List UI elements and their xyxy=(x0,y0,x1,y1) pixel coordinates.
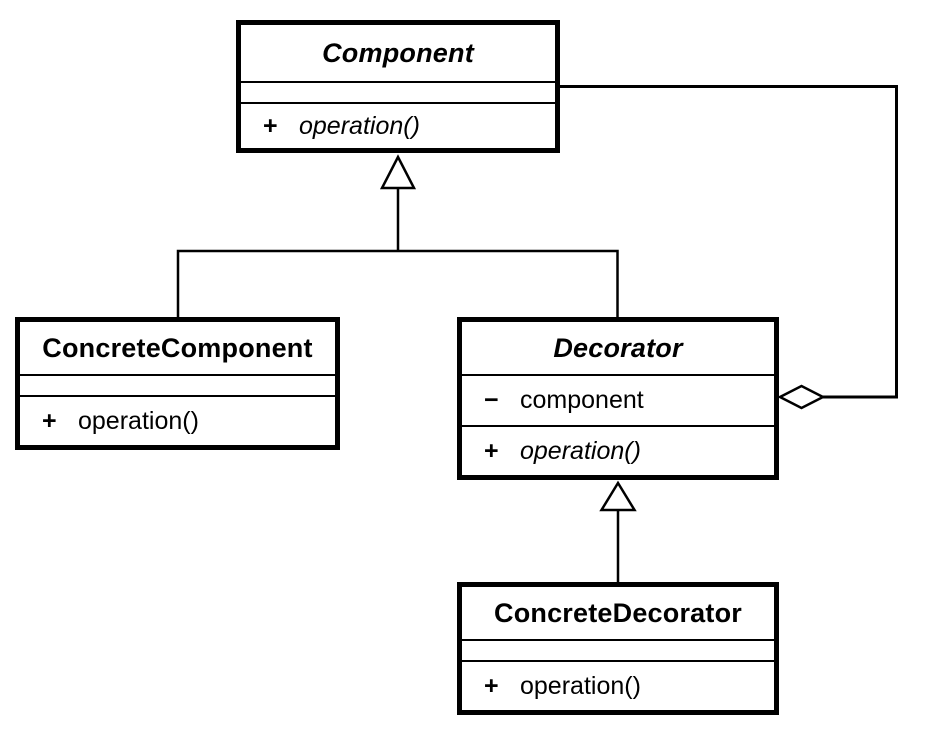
class-box-decorator: Decorator − component + operation() xyxy=(457,317,779,480)
visibility-symbol: + xyxy=(484,671,499,700)
visibility-symbol: − xyxy=(484,386,499,414)
visibility-symbol: + xyxy=(263,111,278,140)
method-row: + operation() xyxy=(20,406,335,435)
methods-section-concrete-component: + operation() xyxy=(20,397,335,445)
method-signature: operation() xyxy=(78,406,199,435)
inheritance-triangle-icon-component xyxy=(379,154,417,190)
generalization-tree-line xyxy=(176,249,619,318)
aggregation-diamond-icon xyxy=(777,384,826,410)
class-box-concrete-component: ConcreteComponent + operation() xyxy=(15,317,340,450)
method-row: + operation() xyxy=(462,671,774,700)
class-name-concrete-decorator: ConcreteDecorator xyxy=(494,597,742,628)
visibility-symbol: + xyxy=(42,406,57,435)
aggregation-line xyxy=(560,85,898,399)
method-signature: operation() xyxy=(299,111,420,140)
class-box-concrete-decorator: ConcreteDecorator + operation() xyxy=(457,582,779,715)
attributes-section-concrete-decorator xyxy=(462,639,774,662)
attribute-row: − component xyxy=(462,388,774,413)
class-name-decorator: Decorator xyxy=(553,332,683,363)
method-signature: operation() xyxy=(520,671,641,700)
class-name-component: Component xyxy=(322,37,474,68)
method-row: + operation() xyxy=(462,436,774,465)
attributes-section-concrete-component xyxy=(20,374,335,397)
visibility-symbol: + xyxy=(484,436,499,465)
class-box-component: Component + operation() xyxy=(236,20,560,153)
methods-section-component: + operation() xyxy=(241,104,555,148)
method-signature: operation() xyxy=(520,436,641,465)
class-name-concrete-component: ConcreteComponent xyxy=(42,332,313,363)
attribute-name: component xyxy=(520,386,644,414)
inheritance-triangle-icon-decorator xyxy=(599,480,637,512)
method-row: + operation() xyxy=(241,111,555,140)
attributes-section-decorator: − component xyxy=(462,374,774,427)
methods-section-decorator: + operation() xyxy=(462,427,774,475)
methods-section-concrete-decorator: + operation() xyxy=(462,662,774,710)
attributes-section-component xyxy=(241,81,555,104)
